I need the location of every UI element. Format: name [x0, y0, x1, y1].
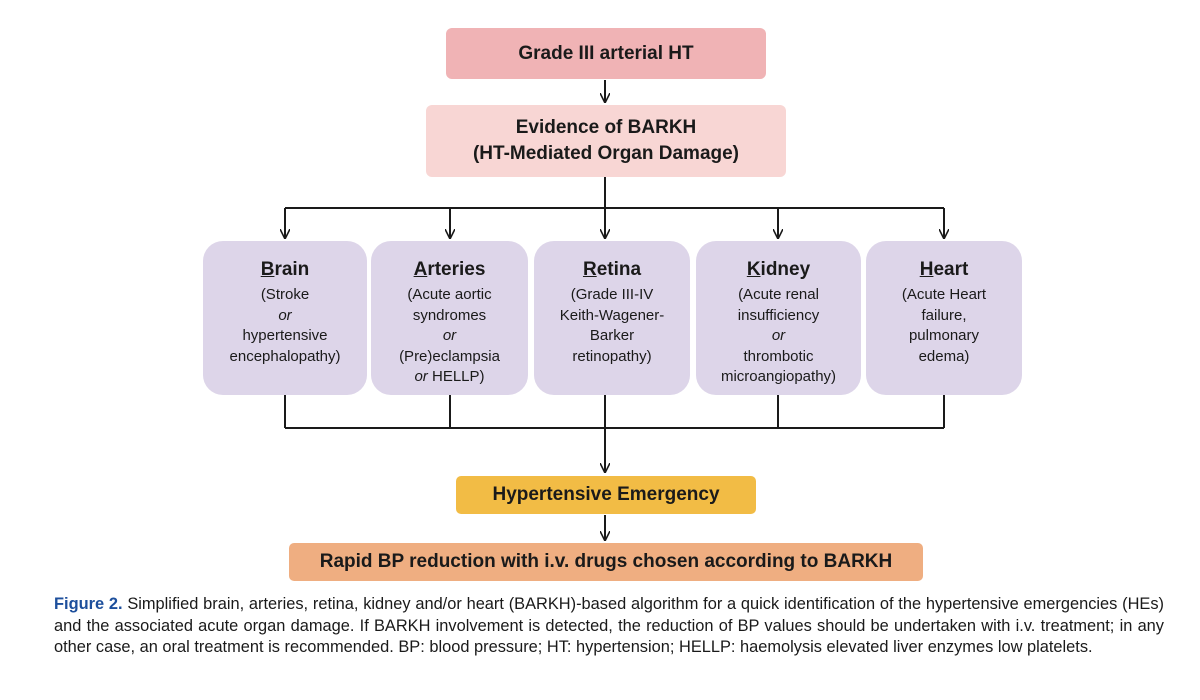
- organ-title-initial: B: [260, 259, 275, 280]
- organ-detail-line: edema): [918, 347, 970, 365]
- organ-title-rest: rteries: [427, 259, 486, 280]
- organ-detail-line: thrombotic: [743, 347, 814, 365]
- organ-detail-or: or: [414, 368, 428, 385]
- organ-detail-line: insufficiency: [737, 306, 820, 324]
- organ-detail-line: microangiopathy): [720, 368, 837, 385]
- node-evidence-barkh: Evidence of BARKH (HT-Mediated Organ Dam…: [426, 105, 786, 177]
- organ-title-initial: R: [582, 259, 597, 280]
- figure-caption-text: Simplified brain, arteries, retina, kidn…: [54, 595, 1165, 656]
- organ-title-initial: H: [919, 259, 934, 280]
- organ-detail-line: or: [278, 306, 292, 324]
- node-grade-iii-ht-label: Grade III arterial HT: [518, 42, 694, 64]
- organ-detail-line: (Pre)eclampsia: [399, 347, 500, 365]
- organ-detail-line: syndromes: [412, 306, 487, 324]
- organ-title-rest: idney: [760, 259, 811, 280]
- figure-caption: Figure 2. Simplified brain, arteries, re…: [54, 594, 1164, 659]
- node-emergency-label: Hypertensive Emergency: [492, 484, 720, 505]
- organ-detail-line: pulmonary: [908, 327, 980, 344]
- organ-detail-line: (Stroke: [260, 286, 310, 303]
- organ-detail-line: (Acute aortic: [407, 286, 492, 303]
- node-grade-iii-ht: Grade III arterial HT: [446, 28, 766, 79]
- organ-title-initial: A: [413, 259, 428, 280]
- node-rapid-label: Rapid BP reduction with i.v. drugs chose…: [319, 551, 893, 572]
- organ-detail-line: or: [771, 327, 786, 344]
- organ-detail-line: Keith-Wagener-: [559, 306, 665, 324]
- organ-detail-line: (Acute Heart: [901, 286, 987, 303]
- node-organ-heart: Heart (Acute Heart failure, pulmonary edema): [866, 241, 1022, 395]
- node-organ-arteries: Arteries (Acute aortic syndromes or (Pre)ecl…: [371, 241, 528, 395]
- node-evidence-line-2: (HT-Mediated Organ Damage): [472, 143, 740, 164]
- organ-detail-line: encephalopathy): [229, 347, 341, 365]
- organ-title: Retina: [583, 259, 641, 281]
- organ-detail-line: (Acute renal: [738, 286, 819, 303]
- node-evidence-line-1: Evidence of BARKH: [515, 117, 697, 138]
- node-organ-retina: Retina (Grade III-IV Keith-Wagener- Barker r…: [534, 241, 690, 395]
- node-organ-brain: Brain (Stroke or hypertensive encephalopathy…: [203, 241, 367, 395]
- organ-detail-line: failure,: [921, 306, 967, 324]
- organ-detail-line: Barker: [589, 327, 635, 344]
- organ-detail-line: hypertensive: [242, 327, 328, 344]
- organ-title-rest: eart: [933, 259, 969, 280]
- figure-caption-label: Figure 2.: [54, 595, 123, 613]
- organ-title: Kidney: [747, 259, 810, 281]
- organ-title-rest: etina: [596, 259, 642, 280]
- node-hypertensive-emergency: Hypertensive Emergency: [456, 476, 756, 514]
- organ-title: Heart: [920, 259, 969, 281]
- node-organ-kidney: Kidney (Acute renal insufficiency or thrombo…: [696, 241, 861, 395]
- organ-detail-line: or: [442, 327, 457, 344]
- organ-detail-line: (Grade III-IV: [570, 286, 654, 303]
- organ-detail-line: retinopathy): [572, 347, 652, 365]
- node-rapid-bp-reduction: Rapid BP reduction with i.v. drugs chose…: [289, 543, 923, 581]
- organ-title-rest: rain: [274, 259, 310, 280]
- organ-title: Brain: [261, 259, 310, 281]
- organ-detail-line: or HELLP): [414, 368, 485, 385]
- organ-title-initial: K: [746, 259, 761, 280]
- organ-title: Arteries: [414, 259, 486, 281]
